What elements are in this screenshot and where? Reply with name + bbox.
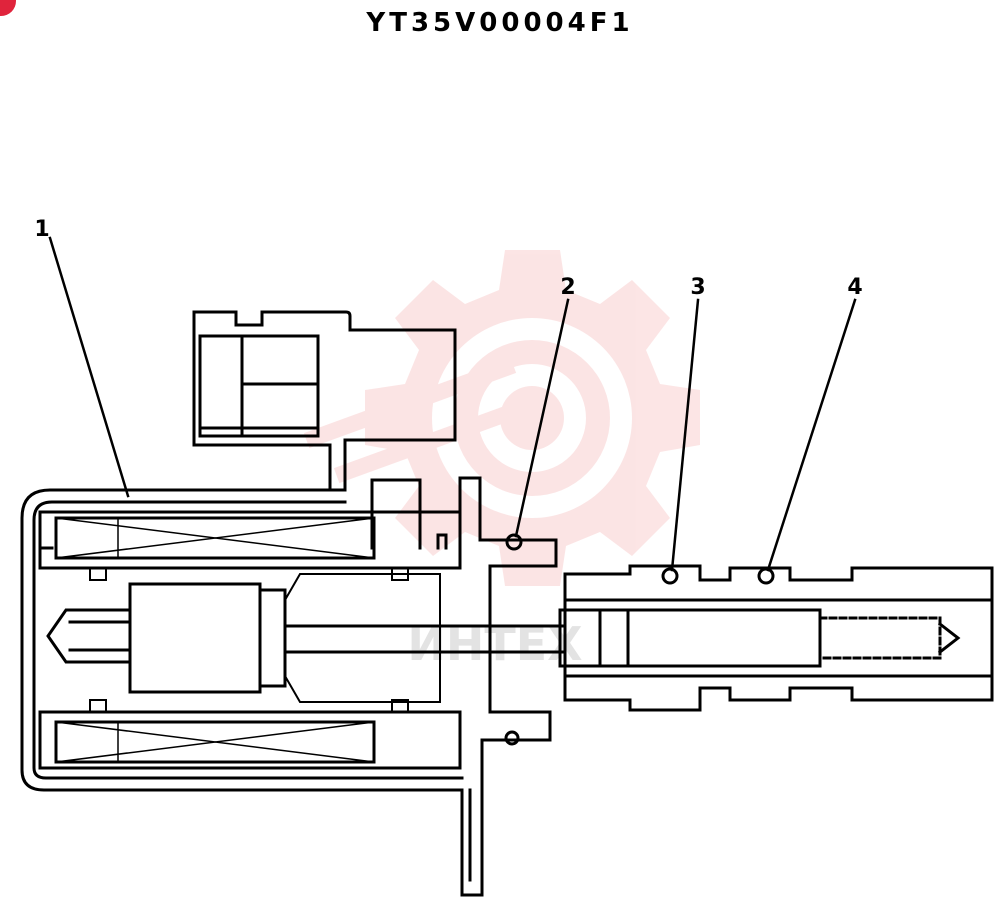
leader-1 — [48, 236, 130, 498]
connector-socket — [198, 334, 320, 438]
watermark-logo: ИНТЕХ — [303, 250, 700, 671]
coil-upper — [38, 510, 462, 570]
valve-spool — [558, 608, 822, 668]
housing-inner — [32, 500, 464, 780]
coil-lower — [38, 710, 462, 770]
housing-outer — [20, 476, 558, 897]
port-3 — [661, 567, 679, 585]
callout-1: 1 — [34, 217, 49, 242]
plunger — [128, 582, 262, 694]
figure-code: YT35V00004F1 — [366, 8, 634, 38]
terminal-lead — [370, 478, 448, 550]
leader-3 — [670, 298, 700, 572]
callout-3: 3 — [690, 275, 705, 300]
port-4 — [757, 567, 775, 585]
callout-2: 2 — [560, 275, 575, 300]
valve-sleeve — [563, 564, 994, 712]
leader-4 — [766, 298, 857, 572]
port-2 — [505, 533, 523, 551]
callout-4: 4 — [847, 275, 862, 300]
connector-body — [192, 310, 457, 492]
leader-2 — [514, 298, 570, 538]
